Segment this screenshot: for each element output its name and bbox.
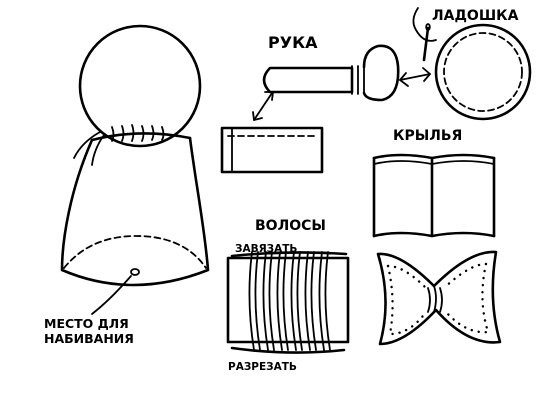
arm-fabric-piece xyxy=(220,126,324,174)
wings-bottom-edge xyxy=(372,231,496,238)
hair-tie-thread xyxy=(230,251,348,258)
doll-cone xyxy=(60,136,210,287)
neck-gather-folds xyxy=(111,124,165,142)
arm-arrow-head-top xyxy=(264,91,274,101)
stuffing-hole xyxy=(130,268,140,276)
cut-label: РАЗРЕЗАТЬ xyxy=(228,361,297,373)
stuffing-label-line1: МЕСТО ДЛЯ xyxy=(44,316,129,331)
arm-hand xyxy=(362,44,400,102)
palm-circle xyxy=(434,23,532,121)
needle-thread xyxy=(412,7,437,42)
bow-center-gather xyxy=(427,285,443,313)
needle-eye xyxy=(425,23,431,31)
wings-top-inner xyxy=(373,160,495,165)
bow-right-stitches xyxy=(442,262,490,334)
arm-assembly: РУКА xyxy=(220,33,431,174)
doll-body: МЕСТО ДЛЯ НАБИВАНИЯ xyxy=(44,24,210,346)
wings-bow xyxy=(376,250,502,346)
stuffing-label-line2: НАБИВАНИЯ xyxy=(44,331,134,346)
palm-seam-circle xyxy=(443,32,523,112)
stuffing-pointer xyxy=(91,275,132,315)
wings-flat-piece: КРЫЛЬЯ xyxy=(372,128,496,238)
palm-arrow-head-left xyxy=(399,72,409,87)
wings-side-edges xyxy=(372,156,496,238)
arm-arrow-line xyxy=(253,92,273,121)
neck-thread-ends xyxy=(73,131,105,166)
bow-outline xyxy=(376,250,502,346)
palm-arrow-line xyxy=(399,73,431,81)
hair-piece: ВОЛОСЫ ЗАВЯЗАТЬ РАЗРЕЗАТЬ xyxy=(226,218,350,373)
arm-arrow-head-bottom xyxy=(252,111,263,121)
hair-yarn-wraps xyxy=(248,251,331,351)
wings-label: КРЫЛЬЯ xyxy=(393,128,462,144)
palm-label: ЛАДОШКА xyxy=(432,8,519,24)
palm-arrow-head-right xyxy=(422,67,431,82)
arm-tube xyxy=(262,66,354,94)
needle xyxy=(422,26,430,62)
hair-card xyxy=(226,256,350,344)
hair-cut-line xyxy=(230,346,346,354)
wings-top-edge xyxy=(372,153,496,160)
arm-label: РУКА xyxy=(268,33,318,52)
hair-label: ВОЛОСЫ xyxy=(255,218,326,234)
arm-wrist-gather xyxy=(351,65,365,95)
palm-piece: ЛАДОШКА xyxy=(412,7,532,121)
doll-head xyxy=(78,24,202,148)
stuffing-seam-line xyxy=(63,235,207,269)
